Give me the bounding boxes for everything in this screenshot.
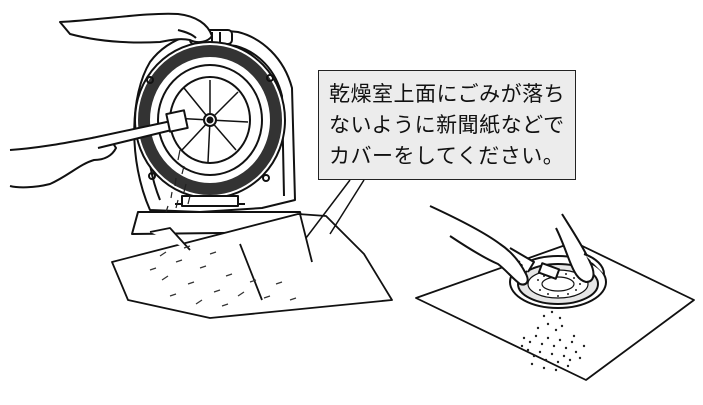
callout-line-2: ないように新聞紙などで xyxy=(329,113,565,137)
newspaper-scraps xyxy=(149,245,297,307)
callout-line-3: カバーをしてください。 xyxy=(329,144,565,168)
hand-holding-lid xyxy=(59,12,213,44)
callout-pointer xyxy=(305,179,365,239)
dryer-machine-illustration xyxy=(131,29,307,235)
filter-mesh-dots xyxy=(537,273,581,297)
instruction-callout: 乾燥室上面にごみが落ち ないように新聞紙などで カバーをしてください。 xyxy=(318,70,576,180)
hand-with-brush xyxy=(9,109,189,189)
dust-pile xyxy=(520,310,586,372)
hands-cleaning-filter xyxy=(429,205,605,286)
callout-line-1: 乾燥室上面にごみが落ち xyxy=(329,82,566,106)
newspaper-sheet xyxy=(111,213,393,319)
falling-debris xyxy=(165,149,191,213)
